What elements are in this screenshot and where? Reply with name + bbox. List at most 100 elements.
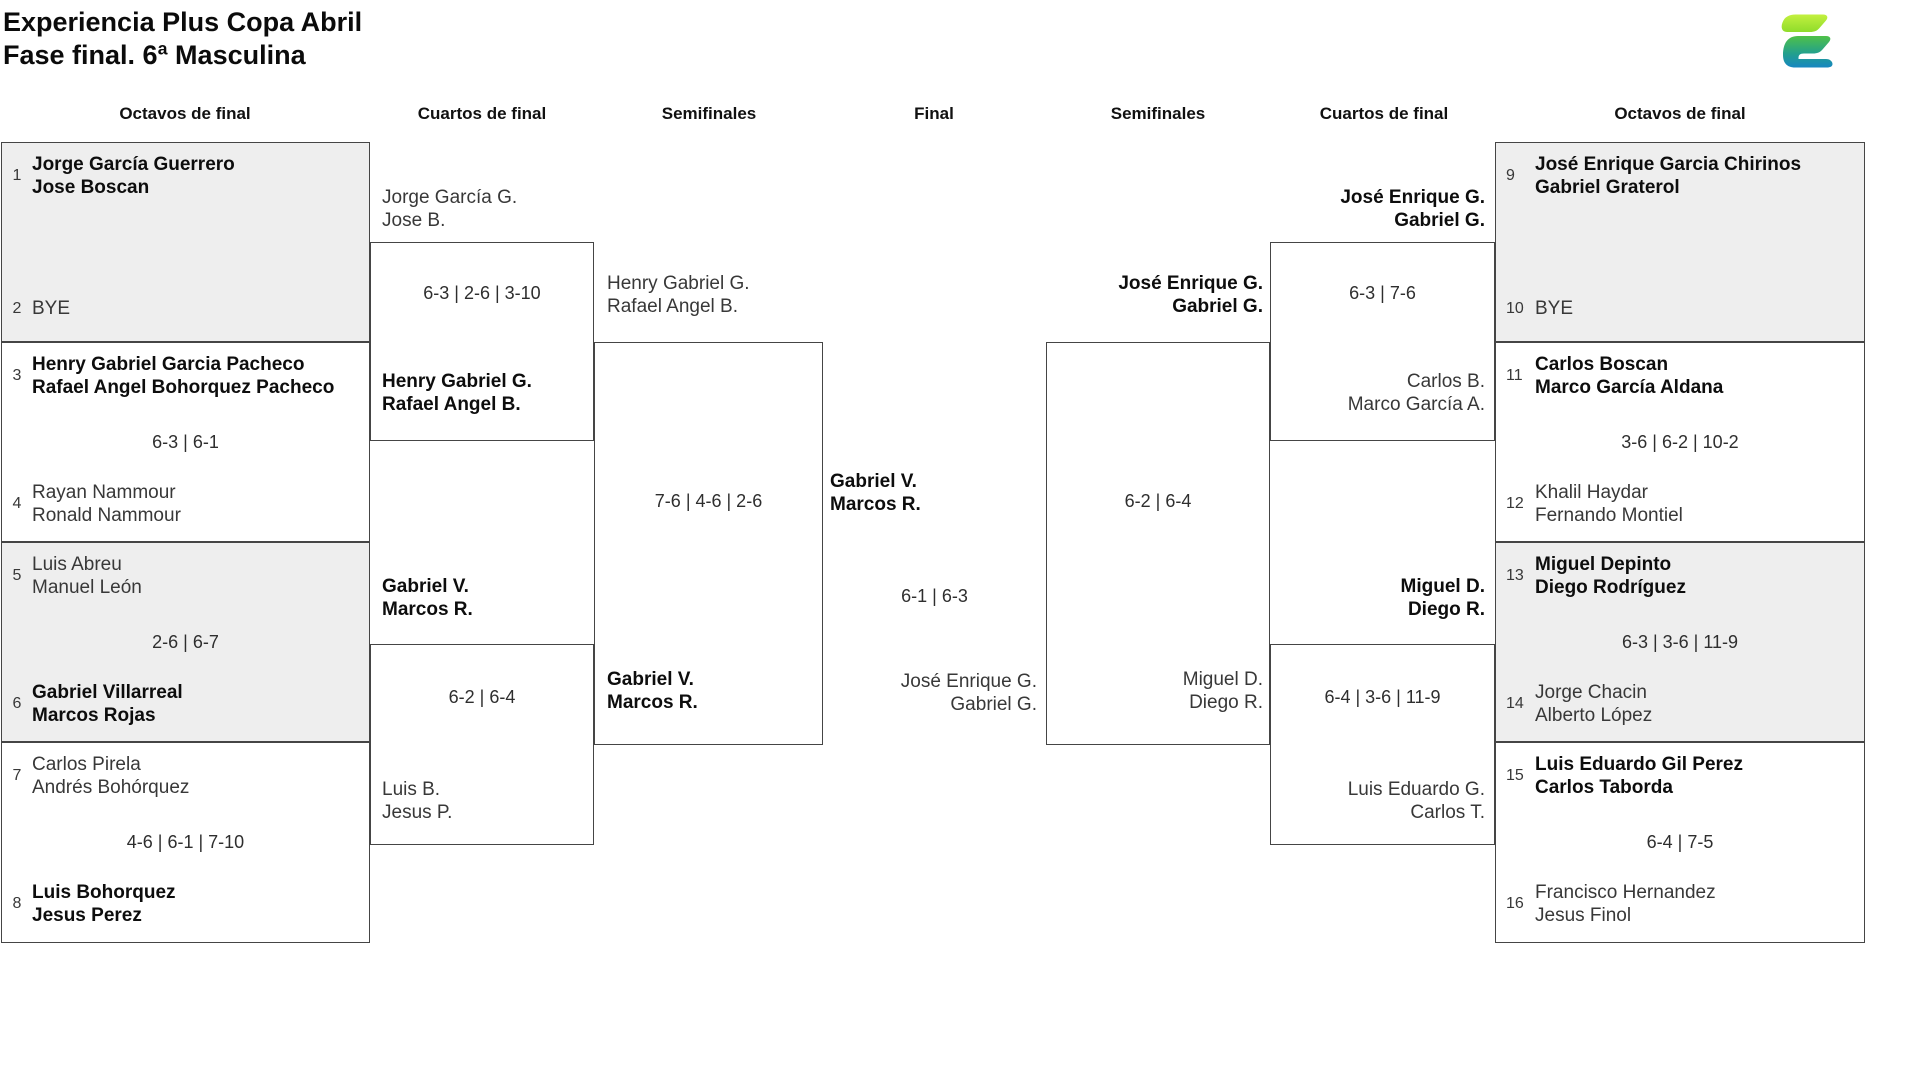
match-score: 6-3 | 7-6 — [1349, 283, 1416, 303]
team-row: 5 Luis Abreu Manuel León — [2, 553, 369, 599]
team-row: 10 BYE — [1496, 297, 1864, 320]
seed-number: 2 — [12, 299, 22, 317]
team-row: 12 Khalil Haydar Fernando Montiel — [1496, 481, 1864, 527]
match-box-semifinal-right — [1046, 342, 1270, 745]
team-row: 11 Carlos Boscan Marco García Aldana — [1496, 353, 1864, 399]
match-score: 3-6 | 6-2 | 10-2 — [1621, 432, 1739, 452]
team-row: 1 Jorge García Guerrero Jose Boscan — [2, 153, 369, 199]
team-row: 16 Francisco Hernandez Jesus Finol — [1496, 881, 1864, 927]
team-names: José Enrique G. Gabriel G. — [900, 671, 1037, 715]
team-names: Jorge García G. Jose B. — [382, 187, 518, 231]
seed-number: 15 — [1506, 767, 1524, 784]
match-box-cuartos-left-1 — [370, 242, 594, 441]
round-header-octavos-left: Octavos de final — [119, 104, 251, 123]
team-row: 3 Henry Gabriel Garcia Pacheco Rafael An… — [2, 353, 369, 399]
team-names: BYE — [1535, 298, 1574, 319]
match-box-octavos-right-4: 15 Luis Eduardo Gil Perez Carlos Taborda… — [1495, 742, 1865, 943]
match-box-octavos-left-3: 5 Luis Abreu Manuel León 2-6 | 6-7 6 Gab… — [1, 542, 370, 742]
team-names: Henry Gabriel G. Rafael Angel B. — [382, 371, 532, 415]
team-names: BYE — [32, 298, 71, 319]
seed-number: 10 — [1506, 299, 1524, 317]
team-names: José Enrique G. Gabriel G. — [1118, 273, 1263, 317]
match-box-semifinal-left — [594, 342, 823, 745]
match-score: 6-4 | 3-6 | 11-9 — [1324, 687, 1441, 707]
team-names: Luis Eduardo Gil Perez Carlos Taborda — [1535, 754, 1743, 798]
seed-number: 9 — [1506, 167, 1515, 184]
seed-number: 11 — [1506, 367, 1523, 384]
seed-number: 6 — [12, 695, 22, 712]
team-names: Carlos B. Marco García A. — [1347, 371, 1485, 415]
match-score: 4-6 | 6-1 | 7-10 — [126, 832, 245, 852]
team-names: Jorge Chacin Alberto López — [1535, 682, 1653, 726]
team-names: Francisco Hernandez Jesus Finol — [1535, 882, 1716, 926]
match-score: 6-3 | 2-6 | 3-10 — [423, 283, 541, 303]
team-row: 7 Carlos Pirela Andrés Bohórquez — [2, 753, 369, 799]
match-box-cuartos-left-2 — [370, 644, 594, 845]
team-row: 9 José Enrique Garcia Chirinos Gabriel G… — [1496, 153, 1864, 199]
team-names: Luis Eduardo G. Carlos T. — [1347, 779, 1485, 823]
team-names: Gabriel V. Marcos R. — [382, 576, 473, 620]
round-header-cuartos-right: Cuartos de final — [1319, 104, 1449, 123]
team-names: Carlos Pirela Andrés Bohórquez — [32, 754, 190, 798]
seed-number: 5 — [12, 567, 22, 584]
tournament-name: Experiencia Plus Copa Abril — [3, 7, 363, 37]
team-names: Miguel D. Diego R. — [1400, 576, 1485, 620]
match-box-cuartos-right-2 — [1270, 644, 1495, 845]
match-box-octavos-left-2: 3 Henry Gabriel Garcia Pacheco Rafael An… — [1, 342, 370, 542]
team-row: 14 Jorge Chacin Alberto López — [1496, 681, 1864, 727]
team-names: Luis Abreu Manuel León — [32, 554, 142, 598]
team-row: 15 Luis Eduardo Gil Perez Carlos Taborda — [1496, 753, 1864, 799]
team-names: Miguel Depinto Diego Rodríguez — [1535, 554, 1686, 598]
round-header-semis-left: Semifinales — [661, 104, 757, 123]
team-row: 8 Luis Bohorquez Jesus Perez — [2, 881, 369, 927]
team-names: Gabriel V. Marcos R. — [607, 669, 698, 713]
match-score: 6-2 | 6-4 — [1124, 491, 1192, 511]
team-row: 13 Miguel Depinto Diego Rodríguez — [1496, 553, 1864, 599]
match-box-octavos-right-3: 13 Miguel Depinto Diego Rodríguez 6-3 | … — [1495, 542, 1865, 742]
round-header-octavos-right: Octavos de final — [1614, 104, 1746, 123]
team-names: Luis B. Jesus P. — [382, 779, 453, 823]
phase-category: Fase final. 6ª Masculina — [3, 40, 306, 70]
match-score: 6-4 | 7-5 — [1646, 832, 1714, 852]
team-names: José Enrique Garcia Chirinos Gabriel Gra… — [1535, 154, 1802, 198]
team-names: Carlos Boscan Marco García Aldana — [1535, 354, 1724, 398]
team-names: Rayan Nammour Ronald Nammour — [32, 482, 181, 526]
team-row: 6 Gabriel Villarreal Marcos Rojas — [2, 681, 369, 727]
seed-number: 8 — [12, 895, 22, 912]
match-box-octavos-left-4: 7 Carlos Pirela Andrés Bohórquez 4-6 | 6… — [1, 742, 370, 943]
seed-number: 16 — [1506, 895, 1524, 912]
team-row: 4 Rayan Nammour Ronald Nammour — [2, 481, 369, 527]
match-score: 7-6 | 4-6 | 2-6 — [654, 491, 763, 511]
round-header-final: Final — [914, 104, 954, 123]
seed-number: 14 — [1506, 695, 1524, 712]
team-names: Henry Gabriel Garcia Pacheco Rafael Ange… — [32, 354, 335, 398]
team-names: Luis Bohorquez Jesus Perez — [32, 882, 176, 926]
round-header-cuartos-left: Cuartos de final — [417, 104, 547, 123]
seed-number: 7 — [12, 767, 22, 784]
match-score: 6-3 | 3-6 | 11-9 — [1621, 632, 1739, 652]
team-row: 2 BYE — [2, 297, 369, 320]
seed-number: 1 — [12, 167, 22, 184]
page-title: Experiencia Plus Copa Abril Fase final. … — [3, 6, 362, 72]
seed-number: 3 — [12, 367, 22, 384]
team-names: Henry Gabriel G. Rafael Angel B. — [607, 273, 750, 317]
seed-number: 4 — [12, 495, 22, 512]
team-names: Jorge García Guerrero Jose Boscan — [32, 154, 235, 198]
team-names: Miguel D. Diego R. — [1182, 669, 1263, 713]
seed-number: 12 — [1506, 495, 1524, 512]
team-names: Khalil Haydar Fernando Montiel — [1535, 482, 1683, 526]
round-header-semis-right: Semifinales — [1110, 104, 1206, 123]
match-box-octavos-right-2: 11 Carlos Boscan Marco García Aldana 3-6… — [1495, 342, 1865, 542]
match-box-octavos-left-1: 1 Jorge García Guerrero Jose Boscan 2 BY… — [1, 142, 370, 342]
seed-number: 13 — [1506, 567, 1524, 584]
match-score: 6-3 | 6-1 — [152, 432, 219, 452]
match-score: 6-2 | 6-4 — [448, 687, 516, 707]
match-score: 2-6 | 6-7 — [152, 632, 219, 652]
match-box-octavos-right-1: 9 José Enrique Garcia Chirinos Gabriel G… — [1495, 142, 1865, 342]
match-box-cuartos-right-1 — [1270, 242, 1495, 441]
team-names-final-winner: Gabriel V. Marcos R. — [830, 471, 921, 515]
team-names: Gabriel Villarreal Marcos Rojas — [32, 682, 183, 726]
final-score: 6-1 | 6-3 — [901, 586, 968, 606]
experiencia-plus-logo-icon — [1781, 14, 1833, 68]
